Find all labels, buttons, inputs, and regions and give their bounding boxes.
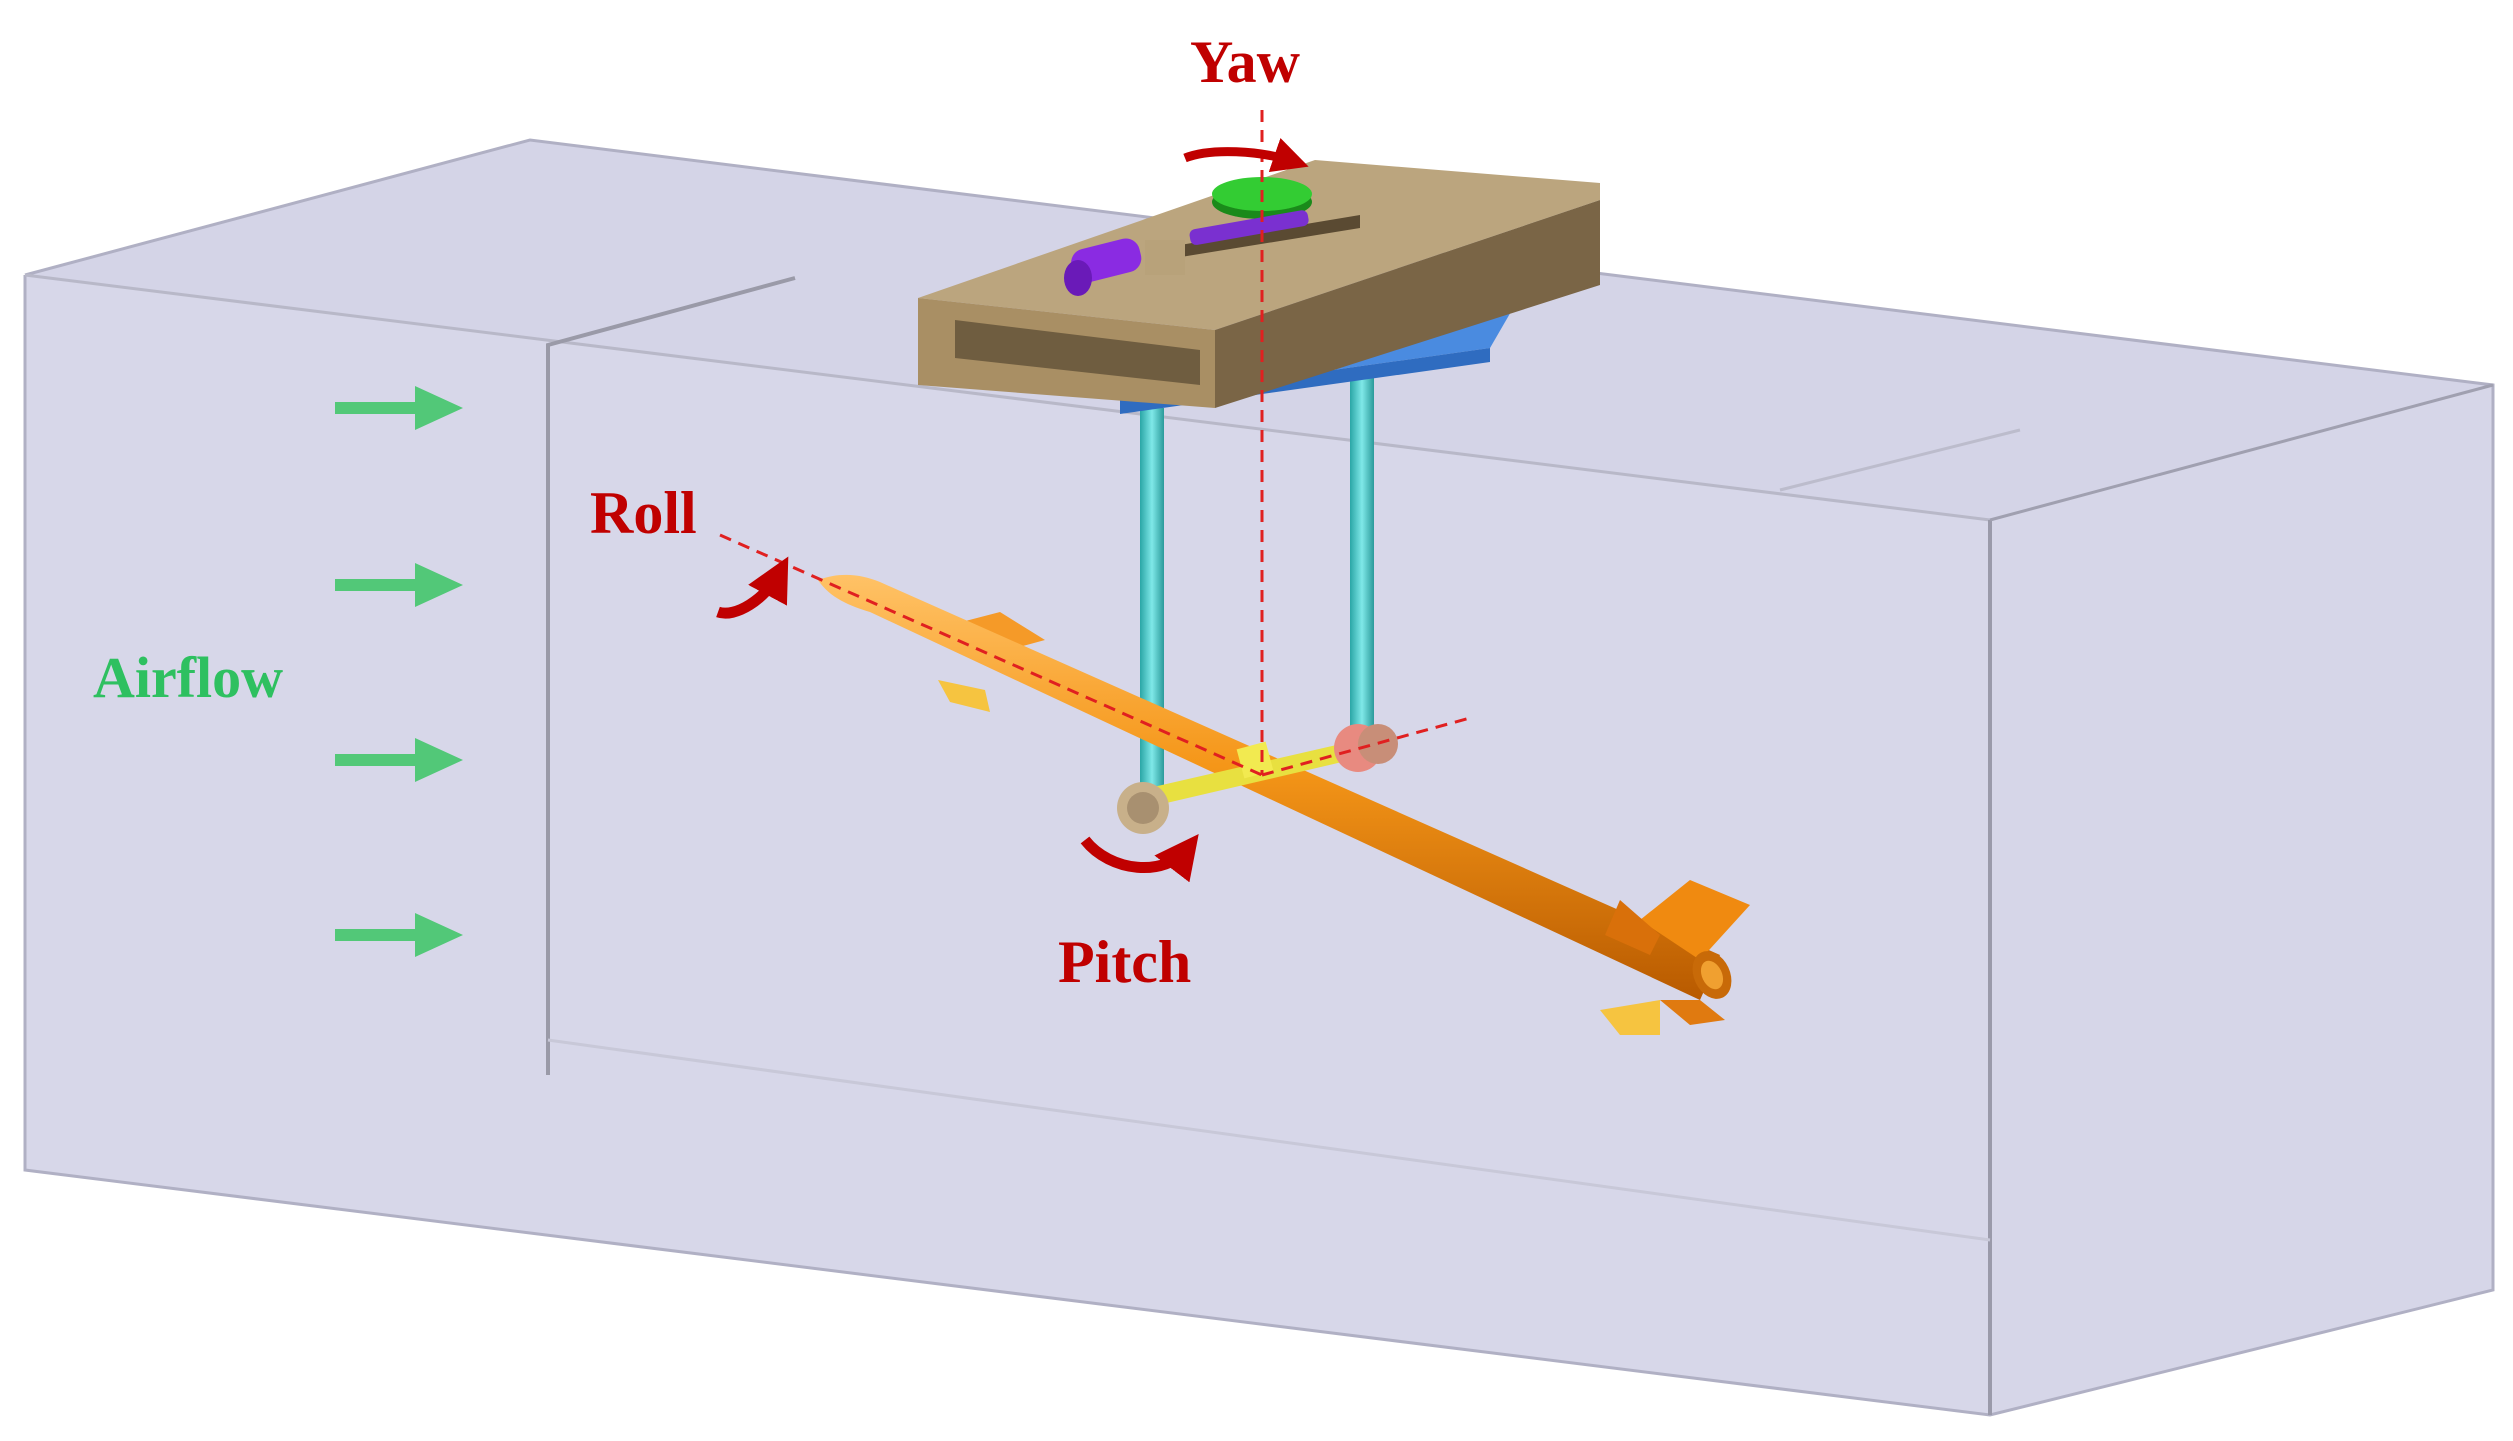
pitch-label: Pitch (1058, 929, 1191, 995)
motor-housing (1145, 240, 1185, 275)
airflow-arrow-icon (335, 386, 463, 430)
beam-channel (955, 320, 1200, 385)
pitch-axis (1261, 716, 1471, 777)
tunnel-edge-right-top (1989, 383, 2494, 522)
motor-shaft (1189, 210, 1309, 245)
rotation-arrow-icon (716, 556, 789, 619)
test-section-frame (546, 276, 796, 1075)
airflow-arrow-icon (335, 563, 463, 607)
rotation-arrow-icon (1080, 834, 1199, 883)
missile-fin-rear-side (1605, 900, 1660, 955)
beam-side (1215, 200, 1600, 408)
missile-fin-front-bottom (938, 680, 990, 712)
airflow-arrows (335, 386, 463, 957)
rotation-arrow-icon (1183, 137, 1309, 173)
roll-label: Roll (590, 480, 697, 546)
beam-slot (1150, 215, 1360, 262)
tunnel-outline (23, 138, 2495, 1417)
strut-back (1350, 372, 1374, 742)
airflow-arrow-icon (335, 738, 463, 782)
missile-fin-rear-top (1640, 880, 1750, 960)
test-section-ceiling-right (1779, 428, 2021, 492)
gimbal-joint (1236, 741, 1274, 779)
missile-fin-front-top (950, 612, 1045, 655)
tunnel-right-face (1990, 385, 2493, 1415)
tunnel-edge-top (24, 273, 1991, 522)
tunnel-front-face (25, 275, 1990, 1415)
missile-fin-rear-bottom (1600, 1000, 1660, 1035)
rotation-arrows (716, 137, 1309, 883)
airflow-arrow-icon (335, 913, 463, 957)
yaw-label: Yaw (1190, 29, 1301, 95)
axis-lines (719, 110, 1471, 777)
test-section-floor (547, 1038, 1991, 1242)
strut-front (1140, 408, 1164, 808)
missile-body (818, 574, 1720, 1000)
airflow-label: Airflow (93, 645, 283, 710)
missile-model (818, 574, 1750, 1035)
